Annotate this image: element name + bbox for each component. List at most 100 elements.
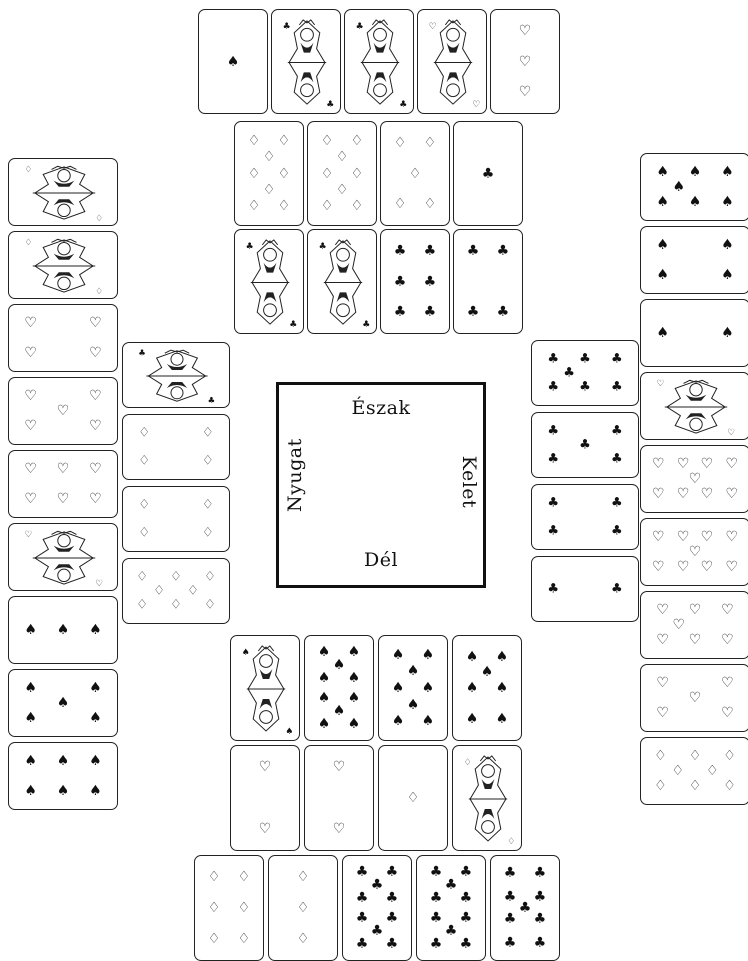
suit-pip-icon: ♣ <box>611 424 623 437</box>
north-card[interactable]: ♣ <box>453 121 523 226</box>
suit-pip-icon: ♢ <box>336 183 349 197</box>
suit-pip-icon: ♠ <box>689 195 702 209</box>
north-card[interactable]: ♢♢♢♢♢♢♢♢ <box>307 121 377 226</box>
suit-pip-icon: ♡ <box>689 545 702 559</box>
east-card[interactable]: ♡♡♡♡♡ <box>640 664 748 732</box>
east-card[interactable]: ♡♡♡♡♡♡♡♡♡ <box>640 518 748 586</box>
west-card[interactable]: ♠♠♠ <box>8 596 118 664</box>
north-card[interactable]: ♡♡♡ <box>490 9 560 114</box>
south-card[interactable]: ♡♡ <box>304 745 374 851</box>
south-card[interactable]: ♠♠♠♠♠♠♠♠♠♠ <box>304 635 374 741</box>
suit-pip-icon: ♠ <box>422 648 435 662</box>
suit-pip-icon: ♡ <box>656 676 669 690</box>
svg-text:♡: ♡ <box>656 379 664 389</box>
north-card[interactable]: ♡ ♡ <box>417 9 487 114</box>
south-card[interactable]: ♢ <box>378 745 448 851</box>
west-card[interactable]: ♠♠♠♠♠♠ <box>8 742 118 810</box>
south-card[interactable]: ♣♣♣♣♣♣♣♣♣ <box>490 855 560 961</box>
south-card[interactable]: ♢♢♢♢♢♢ <box>194 855 264 961</box>
suit-pip-icon: ♢ <box>671 764 684 778</box>
east-card[interactable]: ♡ ♡ <box>640 372 748 440</box>
suit-pip-icon: ♢ <box>263 183 276 197</box>
west-card[interactable]: ♢ ♢ <box>8 231 118 299</box>
suit-pip-icon: ♣ <box>534 890 547 904</box>
east-card[interactable]: ♣♣♣♣♣ <box>531 412 639 478</box>
suit-pip-icon: ♢ <box>424 136 437 150</box>
west-card[interactable]: ♣ ♣ <box>122 342 230 408</box>
east-card[interactable]: ♣♣♣♣♣♣♣ <box>531 340 639 406</box>
north-card[interactable]: ♣ ♣ <box>344 9 414 114</box>
north-card[interactable]: ♣♣♣♣♣♣ <box>380 229 450 334</box>
south-card[interactable]: ♡♡ <box>230 745 300 851</box>
suit-pip-icon: ♡ <box>652 530 665 544</box>
svg-text:♢: ♢ <box>507 837 515 847</box>
west-card[interactable]: ♡♡♡♡♡♡ <box>8 450 118 518</box>
suit-pip-icon: ♢ <box>208 870 221 884</box>
suit-pip-icon: ♢ <box>407 791 420 805</box>
north-card[interactable]: ♢♢♢♢♢♢♢♢ <box>234 121 304 226</box>
west-card[interactable]: ♡♡♡♡ <box>8 304 118 372</box>
suit-pip-icon: ♢ <box>654 779 667 793</box>
suit-pip-icon: ♢ <box>394 136 407 150</box>
north-card[interactable]: ♣ ♣ <box>307 229 377 334</box>
compass-board: Észak Dél Nyugat Kelet <box>276 382 486 588</box>
suit-pip-icon: ♣ <box>482 167 495 181</box>
suit-pip-icon: ♠ <box>656 326 669 340</box>
suit-pip-icon: ♢ <box>136 599 148 612</box>
north-card[interactable]: ♠ <box>198 9 268 114</box>
north-label: Észak <box>279 397 483 419</box>
south-card[interactable]: ♢ ♢ <box>452 745 522 851</box>
court-figure-icon: ♣ ♣ <box>311 233 373 330</box>
suit-pip-icon: ♠ <box>333 704 346 718</box>
east-card[interactable]: ♠♠ <box>640 299 748 367</box>
suit-pip-icon: ♡ <box>57 404 70 418</box>
suit-pip-icon: ♠ <box>89 711 102 725</box>
west-card[interactable]: ♡ ♡ <box>8 523 118 591</box>
south-card[interactable]: ♠♠♠♠♠♠♠ <box>452 635 522 741</box>
suit-pip-icon: ♢ <box>202 527 214 540</box>
east-card[interactable]: ♡♡♡♡♡♡♡♡♡ <box>640 445 748 513</box>
south-card[interactable]: ♠♠♠♠♠♠♠♠ <box>378 635 448 741</box>
north-card[interactable]: ♣ ♣ <box>234 229 304 334</box>
suit-pip-icon: ♢ <box>248 134 261 148</box>
suit-pip-icon: ♡ <box>89 419 102 433</box>
east-card[interactable]: ♠♠♠♠ <box>640 226 748 294</box>
suit-pip-icon: ♡ <box>689 472 702 486</box>
svg-text:♣: ♣ <box>283 22 291 32</box>
south-card[interactable]: ♣♣♣♣♣♣♣♣♣♣ <box>416 855 486 961</box>
west-card[interactable]: ♢♢♢♢ <box>122 486 230 552</box>
north-card[interactable]: ♣♣♣♣ <box>453 229 523 334</box>
suit-pip-icon: ♣ <box>356 911 369 925</box>
west-card[interactable]: ♢♢♢♢ <box>122 414 230 480</box>
suit-pip-icon: ♡ <box>689 691 702 705</box>
suit-pip-icon: ♡ <box>89 346 102 360</box>
east-card[interactable]: ♢♢♢♢♢♢♢♢ <box>640 737 748 805</box>
east-card[interactable]: ♠♠♠♠♠♠♠ <box>640 153 748 221</box>
west-card[interactable]: ♢♢♢♢♢♢♢♢ <box>122 558 230 624</box>
east-card[interactable]: ♣♣♣♣ <box>531 484 639 550</box>
suit-pip-icon: ♣ <box>386 911 399 925</box>
svg-text:♣: ♣ <box>246 242 254 252</box>
suit-pip-icon: ♣ <box>534 866 547 880</box>
suit-pip-icon: ♠ <box>466 681 479 695</box>
north-card[interactable]: ♢♢♢♢♢ <box>380 121 450 226</box>
suit-pip-icon: ♢ <box>336 150 349 164</box>
south-card[interactable]: ♠ ♠ <box>230 635 300 741</box>
suit-pip-icon: ♠ <box>496 681 509 695</box>
court-figure-icon: ♡ ♡ <box>12 527 114 587</box>
south-card[interactable]: ♢♢♢ <box>268 855 338 961</box>
suit-pip-icon: ♢ <box>689 779 702 793</box>
suit-pip-icon: ♡ <box>652 487 665 501</box>
suit-pip-icon: ♢ <box>278 134 291 148</box>
suit-pip-icon: ♡ <box>721 676 734 690</box>
svg-text:♡: ♡ <box>95 579 103 589</box>
west-card[interactable]: ♢ ♢ <box>8 158 118 226</box>
east-card[interactable]: ♣♣ <box>531 556 639 622</box>
south-card[interactable]: ♣♣♣♣♣♣♣♣♣♣ <box>342 855 412 961</box>
west-card[interactable]: ♠♠♠♠♠ <box>8 669 118 737</box>
suit-pip-icon: ♠ <box>24 754 37 768</box>
west-card[interactable]: ♡♡♡♡♡ <box>8 377 118 445</box>
east-card[interactable]: ♡♡♡♡♡♡♡ <box>640 591 748 659</box>
east-label: Kelet <box>458 452 480 512</box>
north-card[interactable]: ♣ ♣ <box>271 9 341 114</box>
